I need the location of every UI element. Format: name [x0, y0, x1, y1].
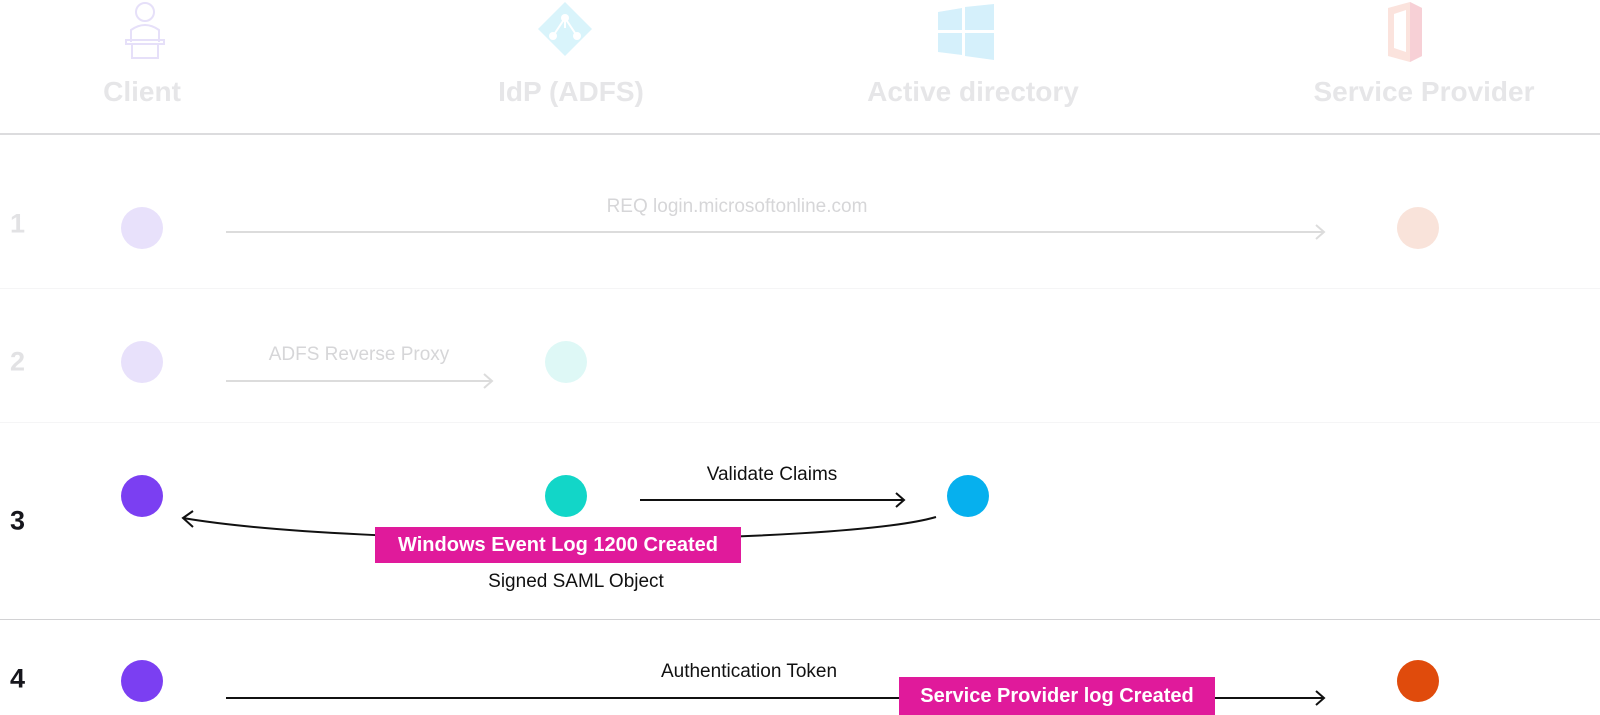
active-directory-node	[947, 475, 989, 517]
step-number-3: 3	[10, 505, 26, 536]
step-3-validate-arrow	[640, 492, 906, 508]
column-header-service-provider: Service Provider	[1313, 76, 1535, 107]
service-provider-log-tag: Service Provider log Created	[899, 677, 1215, 715]
row-divider-2	[0, 422, 1600, 423]
step-number-2: 2	[10, 346, 26, 377]
step-number-4: 4	[10, 663, 26, 694]
service-provider-node	[1397, 660, 1439, 702]
idp-node	[545, 341, 587, 383]
step-3-saml-label: Signed SAML Object	[488, 571, 664, 592]
step-1-arrow	[226, 224, 1326, 240]
step-4-label: Authentication Token	[660, 661, 838, 682]
step-1-label: REQ login.microsoftonline.com	[606, 196, 868, 217]
network-diamond-icon	[536, 0, 594, 58]
step-2-arrow	[226, 373, 494, 389]
idp-node	[545, 475, 587, 517]
service-provider-node	[1397, 207, 1439, 249]
column-header-client: Client	[103, 76, 181, 107]
client-node	[121, 341, 163, 383]
client-node	[121, 475, 163, 517]
row-divider-3	[0, 619, 1600, 620]
column-header-active-directory: Active directory	[867, 76, 1079, 107]
header-divider	[0, 133, 1600, 135]
user-desk-icon	[118, 0, 172, 60]
office-logo-icon	[1380, 0, 1430, 64]
column-header-idp: IdP (ADFS)	[498, 76, 644, 107]
step-number-1: 1	[10, 208, 26, 239]
windows-logo-icon	[938, 4, 994, 60]
step-2-label: ADFS Reverse Proxy	[268, 344, 450, 365]
client-node	[121, 207, 163, 249]
windows-event-log-tag: Windows Event Log 1200 Created	[375, 527, 741, 563]
row-divider-1	[0, 288, 1600, 289]
client-node	[121, 660, 163, 702]
step-3-validate-label: Validate Claims	[706, 464, 838, 485]
